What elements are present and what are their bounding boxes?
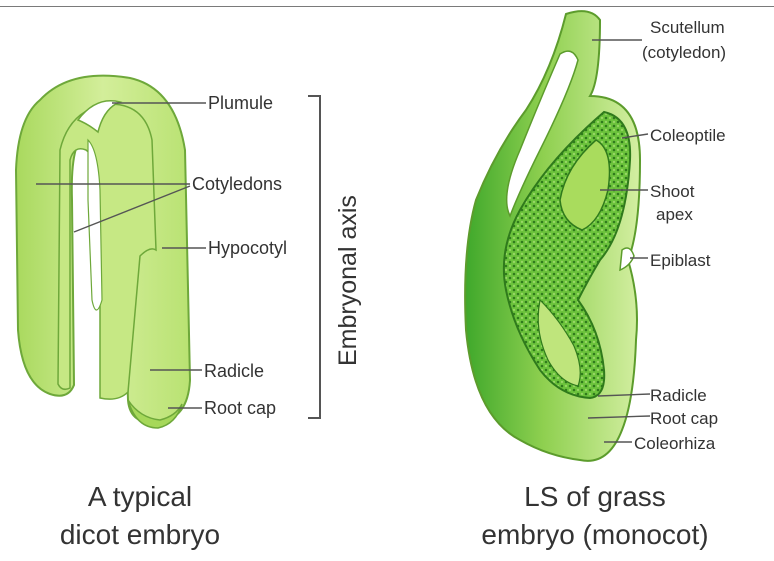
embryonal-axis-bracket [308, 96, 320, 418]
label-radicle-monocot: Radicle [650, 386, 707, 405]
dicot-caption-line1: A typical [20, 478, 260, 516]
label-root-cap-dicot: Root cap [204, 398, 276, 418]
label-radicle-dicot: Radicle [204, 361, 264, 381]
label-coleorhiza: Coleorhiza [634, 434, 716, 453]
monocot-epiblast [620, 248, 634, 270]
label-root-cap-monocot: Root cap [650, 409, 718, 428]
label-scutellum-2: (cotyledon) [642, 43, 726, 62]
label-cotyledons: Cotyledons [192, 174, 282, 194]
monocot-caption-line2: embryo (monocot) [430, 516, 760, 554]
label-shoot-apex-1: Shoot [650, 182, 695, 201]
dicot-caption-line2: dicot embryo [20, 516, 260, 554]
monocot-caption-line1: LS of grass [430, 478, 760, 516]
dicot-embryo-illustration [16, 76, 190, 428]
label-epiblast: Epiblast [650, 251, 711, 270]
dicot-caption: A typical dicot embryo [20, 478, 260, 554]
label-coleoptile: Coleoptile [650, 126, 726, 145]
label-plumule: Plumule [208, 93, 273, 113]
label-embryonal-axis: Embryonal axis [334, 195, 362, 366]
monocot-embryo-illustration [465, 11, 640, 461]
label-shoot-apex-2: apex [656, 205, 693, 224]
label-scutellum-1: Scutellum [650, 18, 725, 37]
monocot-caption: LS of grass embryo (monocot) [430, 478, 760, 554]
label-hypocotyl: Hypocotyl [208, 238, 287, 258]
